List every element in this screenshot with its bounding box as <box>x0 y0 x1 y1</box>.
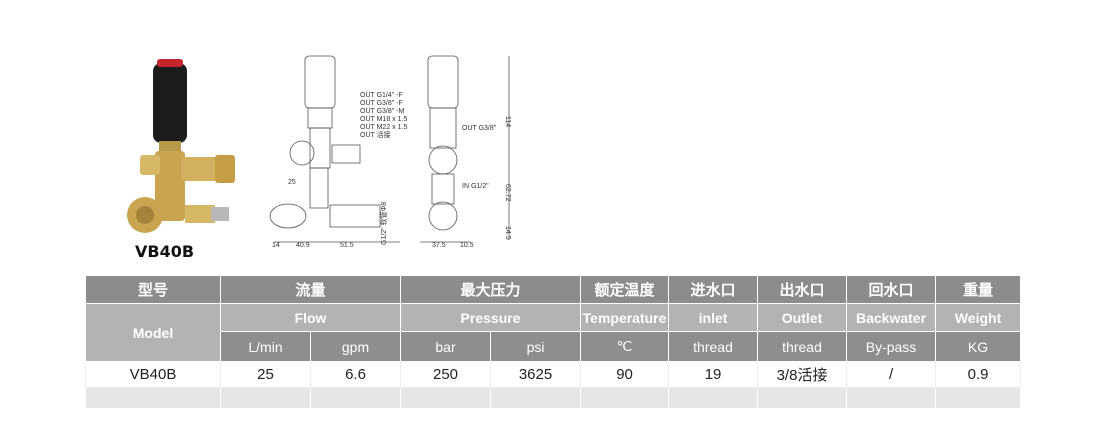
header-en: Weight <box>935 303 1022 332</box>
header-cn: 回水口 <box>846 275 937 304</box>
cell: 250 <box>400 361 492 388</box>
unit: L/min <box>220 331 311 362</box>
cell: VB40B <box>85 361 221 388</box>
cell: / <box>846 361 937 388</box>
header-cn: 额定温度 <box>580 275 670 304</box>
dim-label: 51.5 <box>340 242 354 249</box>
header-en: Backwater <box>846 303 937 332</box>
cell: 3625 <box>490 361 582 388</box>
outlet-option: OUT 活接 <box>360 130 391 139</box>
dim-label: 37.5 <box>432 242 446 249</box>
outlet-option: OUT M18 x 1.5 <box>360 116 407 123</box>
header-en: Temperature <box>580 303 670 332</box>
dim-label: 40.9 <box>296 242 310 249</box>
cell: 6.6 <box>309 361 402 388</box>
dim-offset: 25 <box>288 179 296 186</box>
header-cn: 重量 <box>935 275 1022 304</box>
cell: 25 <box>220 361 311 388</box>
dim-label: 14 <box>272 242 280 249</box>
outlet-option: OUT M22 x 1.5 <box>360 124 407 131</box>
dim-label: 62.72 <box>504 184 511 202</box>
cell: 90 <box>580 361 670 388</box>
header-cn: 出水口 <box>757 275 848 304</box>
valve-product-photo <box>127 59 235 233</box>
cell: 0.9 <box>935 361 1022 388</box>
dim-label: 14.5 <box>504 226 511 240</box>
outlet-option: OUT G3/8" -M <box>360 108 405 115</box>
unit: bar <box>400 331 492 362</box>
header-en: Flow <box>219 303 402 332</box>
spec-table: 型号 流量 最大压力 额定温度 进水口 出水口 回水口 重量 Model Flo… <box>85 275 1022 409</box>
hose-label: G1/2" 软管Φ8 <box>379 202 388 245</box>
header-cn: 流量 <box>219 275 402 304</box>
header-cn: 最大压力 <box>400 275 582 304</box>
side-out-label: OUT G3/8" <box>462 125 497 132</box>
header-row-en: Model Flow Pressure Temperature inlet Ou… <box>85 303 1022 362</box>
side-in-label: IN G1/2" <box>462 183 489 190</box>
technical-drawing: OUT G1/4" -F OUT G3/8" -F OUT G3/8" -M O… <box>269 55 511 249</box>
outlet-option: OUT G3/8" -F <box>360 100 403 107</box>
outlet-option: OUT G1/4" -F <box>360 92 403 99</box>
header-en: Model <box>85 303 221 362</box>
unit: gpm <box>309 331 402 362</box>
unit: KG <box>935 331 1022 362</box>
header-en: inlet <box>668 303 759 332</box>
units-row: L/min gpm bar psi ℃ thread thread By-pas… <box>86 331 1022 362</box>
unit: ℃ <box>580 331 670 362</box>
header-row-cn: 型号 流量 最大压力 额定温度 进水口 出水口 回水口 重量 <box>85 275 1022 304</box>
dim-label: 10.5 <box>460 242 474 249</box>
header-cn: 进水口 <box>668 275 759 304</box>
header-en: Outlet <box>757 303 848 332</box>
header-cn: 型号 <box>85 275 221 304</box>
header-en: Pressure <box>400 303 582 332</box>
unit: psi <box>490 331 582 362</box>
empty-row <box>85 387 1022 409</box>
cell: 3/8活接 <box>757 361 848 388</box>
table-row: VB40B 25 6.6 250 3625 90 19 3/8活接 / 0.9 <box>85 361 1022 388</box>
dim-label: 114 <box>504 116 511 127</box>
unit: thread <box>668 331 759 362</box>
cell: 19 <box>668 361 759 388</box>
product-model-label: VB40B <box>135 242 195 261</box>
unit: By-pass <box>846 331 937 362</box>
unit: thread <box>757 331 848 362</box>
